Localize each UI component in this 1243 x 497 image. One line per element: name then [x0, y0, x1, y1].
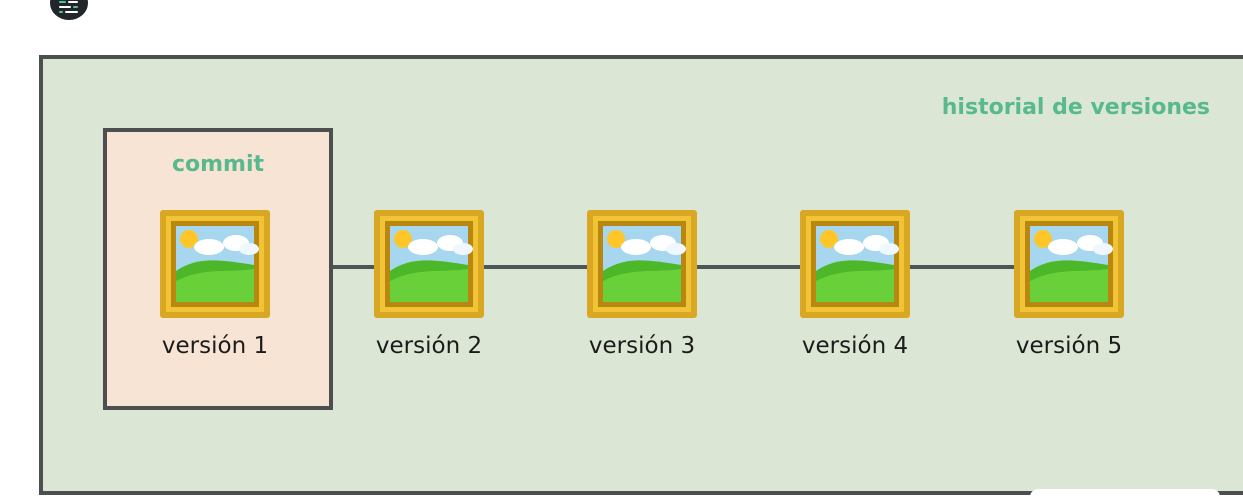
- corner-highlight: [1030, 489, 1220, 497]
- history-title: historial de versiones: [941, 95, 1210, 120]
- framed-landscape-picture-icon: [1014, 210, 1124, 318]
- version-label: versión 2: [375, 333, 483, 359]
- connector-line: [910, 265, 1029, 269]
- framed-landscape-picture-icon: [587, 210, 697, 318]
- version-label: versión 1: [161, 333, 269, 359]
- version-label: versión 3: [588, 333, 696, 359]
- version-label: versión 5: [1015, 333, 1123, 359]
- version-node-5: versión 5: [979, 209, 1159, 359]
- commit-box: commit: [103, 128, 333, 410]
- version-node-4: versión 4: [765, 209, 945, 359]
- version-node-1: versión 1: [125, 209, 305, 359]
- connector-line: [483, 265, 602, 269]
- logo-icon: [59, 1, 78, 13]
- framed-landscape-picture-icon: [800, 210, 910, 318]
- framed-landscape-picture-icon: [374, 210, 484, 318]
- app-logo: [50, 0, 88, 20]
- connector-line: [696, 265, 815, 269]
- version-history-board: historial de versiones commit versión 1: [39, 55, 1243, 497]
- commit-label: commit: [171, 152, 265, 177]
- version-node-3: versión 3: [552, 209, 732, 359]
- framed-landscape-picture-icon: [160, 210, 270, 318]
- version-label: versión 4: [801, 333, 909, 359]
- version-node-2: versión 2: [339, 209, 519, 359]
